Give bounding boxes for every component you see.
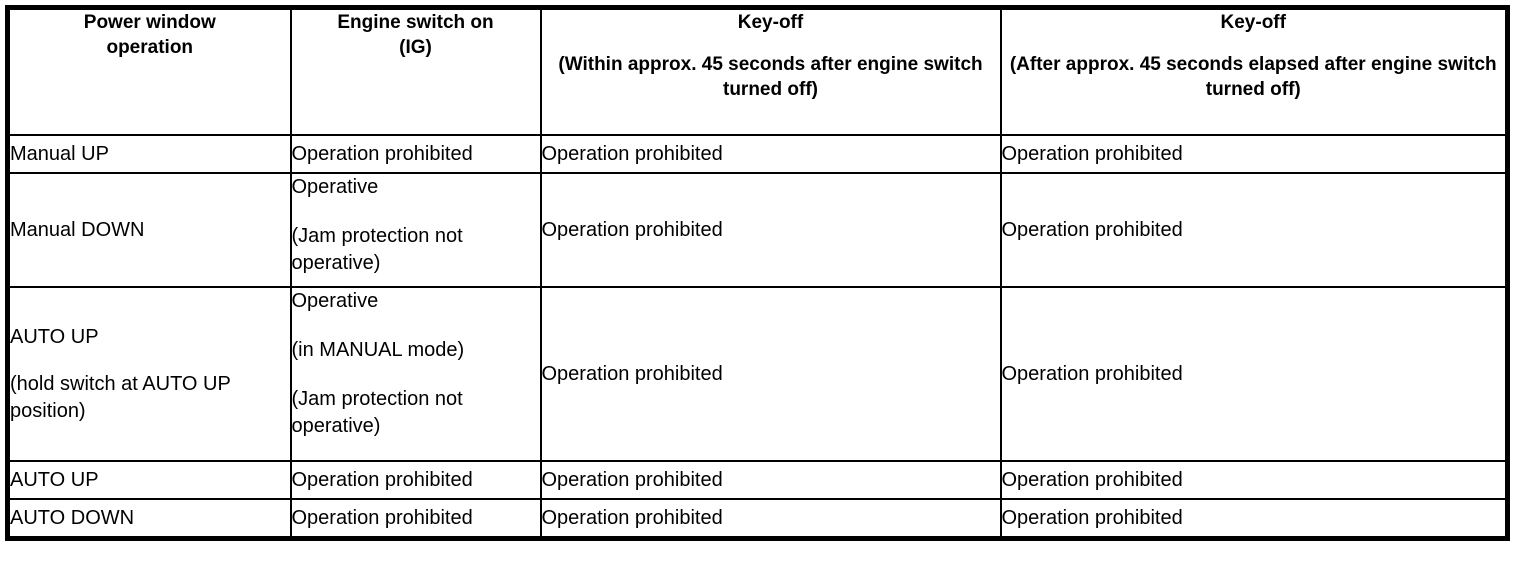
cell-line: Operation prohibited bbox=[291, 468, 473, 491]
cell-key-off-after: Operation prohibited bbox=[999, 460, 1509, 500]
cell-line: AUTO DOWN bbox=[10, 506, 135, 529]
cell-line: Operation prohibited bbox=[541, 506, 723, 529]
cell-line: (Jam protection not operative) bbox=[291, 388, 469, 437]
cell-key-off-within: Operation prohibited bbox=[539, 134, 1002, 174]
table-row: AUTO DOWN Operation prohibited Operation… bbox=[6, 498, 1509, 540]
cell-engine-switch-on: Operation prohibited bbox=[289, 460, 542, 500]
cell-line: Operation prohibited bbox=[541, 468, 723, 491]
column-header-line-2: operation bbox=[106, 37, 194, 58]
table-header: Power window operation Engine switch on … bbox=[6, 6, 1509, 136]
cell-line: Operative bbox=[291, 176, 379, 198]
cell-line: Operation prohibited bbox=[541, 362, 723, 385]
cell-key-off-after: Operation prohibited bbox=[999, 134, 1509, 174]
cell-line: AUTO UP bbox=[10, 468, 99, 491]
header-row: Power window operation Engine switch on … bbox=[6, 6, 1509, 136]
cell-key-off-after: Operation prohibited bbox=[999, 498, 1509, 540]
cell-line: (hold switch at AUTO UP position) bbox=[10, 372, 237, 422]
cell-line: Operation prohibited bbox=[1001, 362, 1183, 385]
table-body: Manual UP Operation prohibited Operation… bbox=[6, 134, 1509, 540]
table-row: Manual UP Operation prohibited Operation… bbox=[6, 134, 1509, 174]
column-header-title: Key-off bbox=[737, 12, 804, 33]
cell-line: Operation prohibited bbox=[1001, 218, 1183, 241]
cell-key-off-within: Operation prohibited bbox=[539, 286, 1002, 462]
cell-operation: AUTO UP bbox=[6, 460, 292, 500]
cell-engine-switch-on: Operation prohibited bbox=[289, 498, 542, 540]
cell-operation: Manual DOWN bbox=[6, 172, 292, 288]
table-row: AUTO UP (hold switch at AUTO UP position… bbox=[6, 286, 1509, 462]
table-row: Manual DOWN Operative (Jam protection no… bbox=[6, 172, 1509, 288]
cell-key-off-after: Operation prohibited bbox=[999, 286, 1509, 462]
cell-key-off-within: Operation prohibited bbox=[539, 172, 1002, 288]
column-header-subtitle: (After approx. 45 seconds elapsed after … bbox=[1009, 54, 1497, 100]
column-header-line-1: Power window bbox=[83, 12, 216, 33]
column-header-line-1: Engine switch on bbox=[337, 12, 494, 33]
cell-line: Operation prohibited bbox=[291, 142, 473, 165]
cell-line: AUTO UP bbox=[10, 325, 99, 348]
cell-operation: AUTO DOWN bbox=[6, 498, 292, 540]
column-header-power-window-operation: Power window operation bbox=[6, 6, 292, 136]
cell-line: Operation prohibited bbox=[1001, 142, 1183, 165]
table-row: AUTO UP Operation prohibited Operation p… bbox=[6, 460, 1509, 500]
cell-line: Operative bbox=[291, 290, 379, 312]
cell-operation: Manual UP bbox=[6, 134, 292, 174]
cell-line: (in MANUAL mode) bbox=[291, 339, 465, 361]
column-header-engine-switch-on: Engine switch on (IG) bbox=[289, 6, 542, 136]
cell-operation: AUTO UP (hold switch at AUTO UP position… bbox=[6, 286, 292, 462]
cell-line: Operation prohibited bbox=[291, 506, 473, 529]
cell-line: Manual DOWN bbox=[10, 218, 145, 241]
column-header-key-off-after-45-seconds: Key-off (After approx. 45 seconds elapse… bbox=[999, 6, 1509, 136]
cell-key-off-after: Operation prohibited bbox=[999, 172, 1509, 288]
cell-line: Operation prohibited bbox=[1001, 468, 1183, 491]
column-header-subtitle: (Within approx. 45 seconds after engine … bbox=[558, 54, 983, 100]
column-header-title: Key-off bbox=[1220, 12, 1286, 33]
cell-line: (Jam protection not operative) bbox=[291, 225, 469, 274]
cell-engine-switch-on: Operative (Jam protection not operative) bbox=[289, 172, 542, 288]
cell-line: Manual UP bbox=[10, 142, 109, 165]
cell-line: Operation prohibited bbox=[541, 142, 723, 165]
cell-key-off-within: Operation prohibited bbox=[539, 498, 1002, 540]
column-header-line-2: (IG) bbox=[399, 37, 432, 58]
cell-line: Operation prohibited bbox=[541, 218, 723, 241]
column-header-key-off-within-45-seconds: Key-off (Within approx. 45 seconds after… bbox=[539, 6, 1002, 136]
cell-engine-switch-on: Operative (in MANUAL mode) (Jam protecti… bbox=[289, 286, 542, 462]
power-window-operation-table: Power window operation Engine switch on … bbox=[5, 5, 1510, 541]
cell-engine-switch-on: Operation prohibited bbox=[289, 134, 542, 174]
cell-line: Operation prohibited bbox=[1001, 506, 1183, 529]
cell-key-off-within: Operation prohibited bbox=[539, 460, 1002, 500]
